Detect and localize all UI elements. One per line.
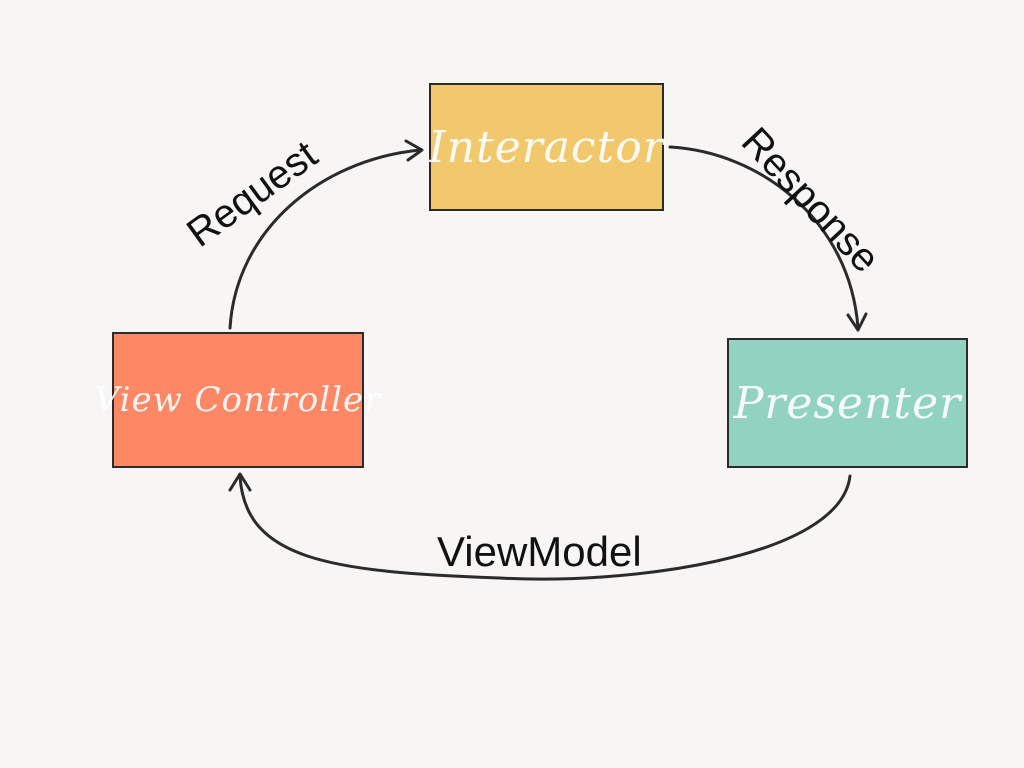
- interactor-box: Interactor: [428, 83, 665, 211]
- view-controller-label: View Controller: [94, 380, 382, 420]
- presenter-label: Presenter: [733, 377, 962, 429]
- response-arrowhead: [846, 312, 868, 332]
- presenter-box: Presenter: [727, 338, 968, 468]
- view-controller-box: View Controller: [95, 332, 380, 468]
- request-arrowhead: [404, 139, 424, 162]
- viewmodel-arrowhead: [228, 472, 252, 492]
- interactor-label: Interactor: [428, 121, 665, 173]
- request-arrow: [228, 148, 422, 330]
- response-arrow: [668, 145, 860, 330]
- viewmodel-arrow: [238, 474, 852, 581]
- viewmodel-label: ViewModel: [437, 528, 642, 575]
